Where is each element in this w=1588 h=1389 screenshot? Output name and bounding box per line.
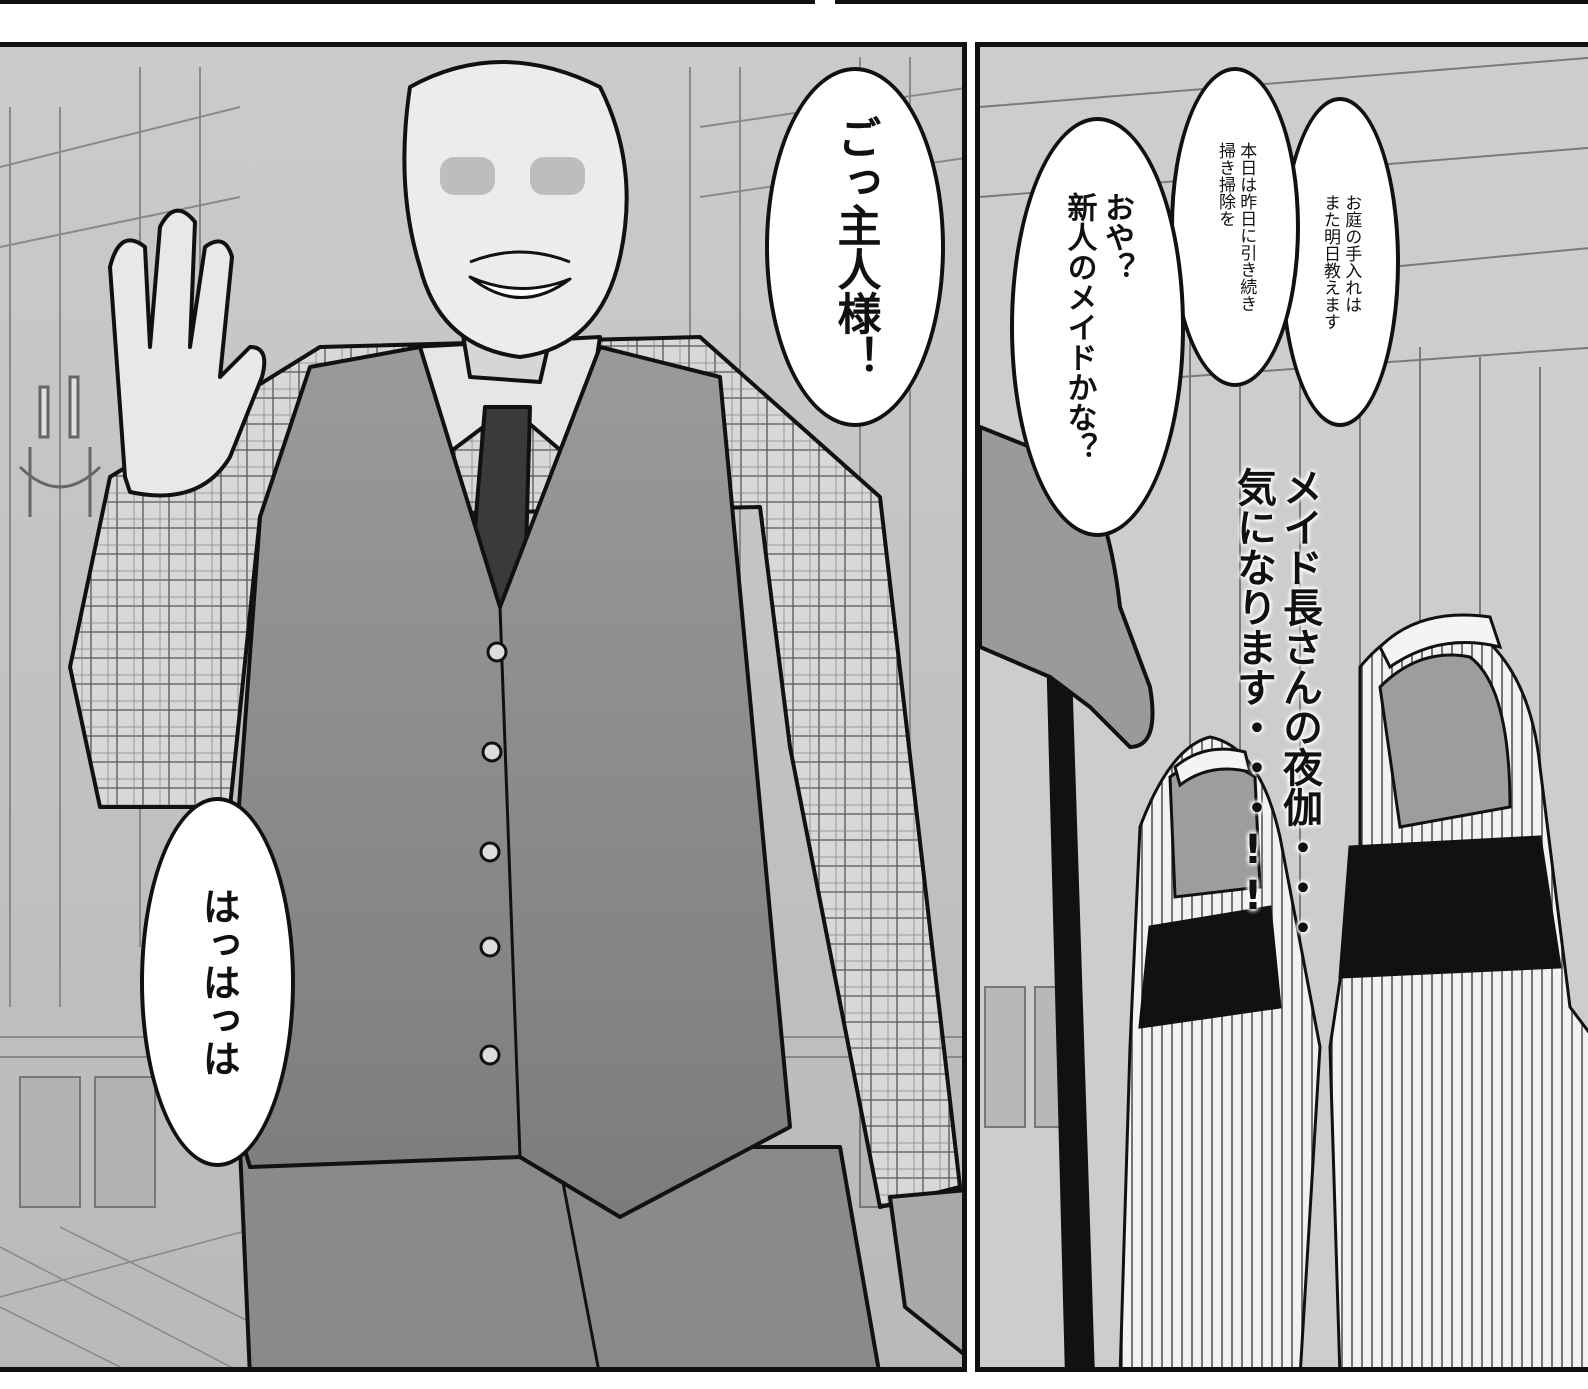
right-panel: お庭の手入れは また明日教えます 本日は昨日に引き続き 掃き掃除を おや？ 新人… xyxy=(975,42,1588,1372)
maid-figures xyxy=(1118,613,1588,1367)
speech-text-honjitsu: 本日は昨日に引き続き 掃き掃除を xyxy=(1215,142,1257,312)
old-man-figure xyxy=(68,60,962,1367)
speech-bubble-oya: おや？ 新人のメイドかな？ xyxy=(1010,117,1185,537)
top-border-right xyxy=(835,0,1588,4)
top-border-left xyxy=(0,0,815,4)
speech-bubble-hahhahha: はっはっは xyxy=(140,797,295,1167)
speech-bubble-honjitsu: 本日は昨日に引き続き 掃き掃除を xyxy=(1170,67,1300,387)
narration-text: メイド長さんの夜伽・・・ 気になります・・・!! xyxy=(1230,467,1322,947)
speech-text-goshujinsama: ごっ主人様！ xyxy=(829,115,881,379)
speech-bubble-oniwa: お庭の手入れは また明日教えます xyxy=(1280,97,1400,427)
speech-text-oya: おや？ 新人のメイドかな？ xyxy=(1061,192,1135,462)
floor-tiles xyxy=(0,1226,301,1367)
speech-text-oniwa: お庭の手入れは また明日教えます xyxy=(1320,194,1362,330)
wall-candelabra xyxy=(18,375,102,517)
walking-cane xyxy=(1045,607,1095,1367)
speech-text-hahhahha: はっはっは xyxy=(196,887,241,1077)
left-panel: ごっ主人様！ はっはっは xyxy=(0,42,967,1372)
speech-bubble-goshujinsama: ごっ主人様！ xyxy=(765,67,945,427)
